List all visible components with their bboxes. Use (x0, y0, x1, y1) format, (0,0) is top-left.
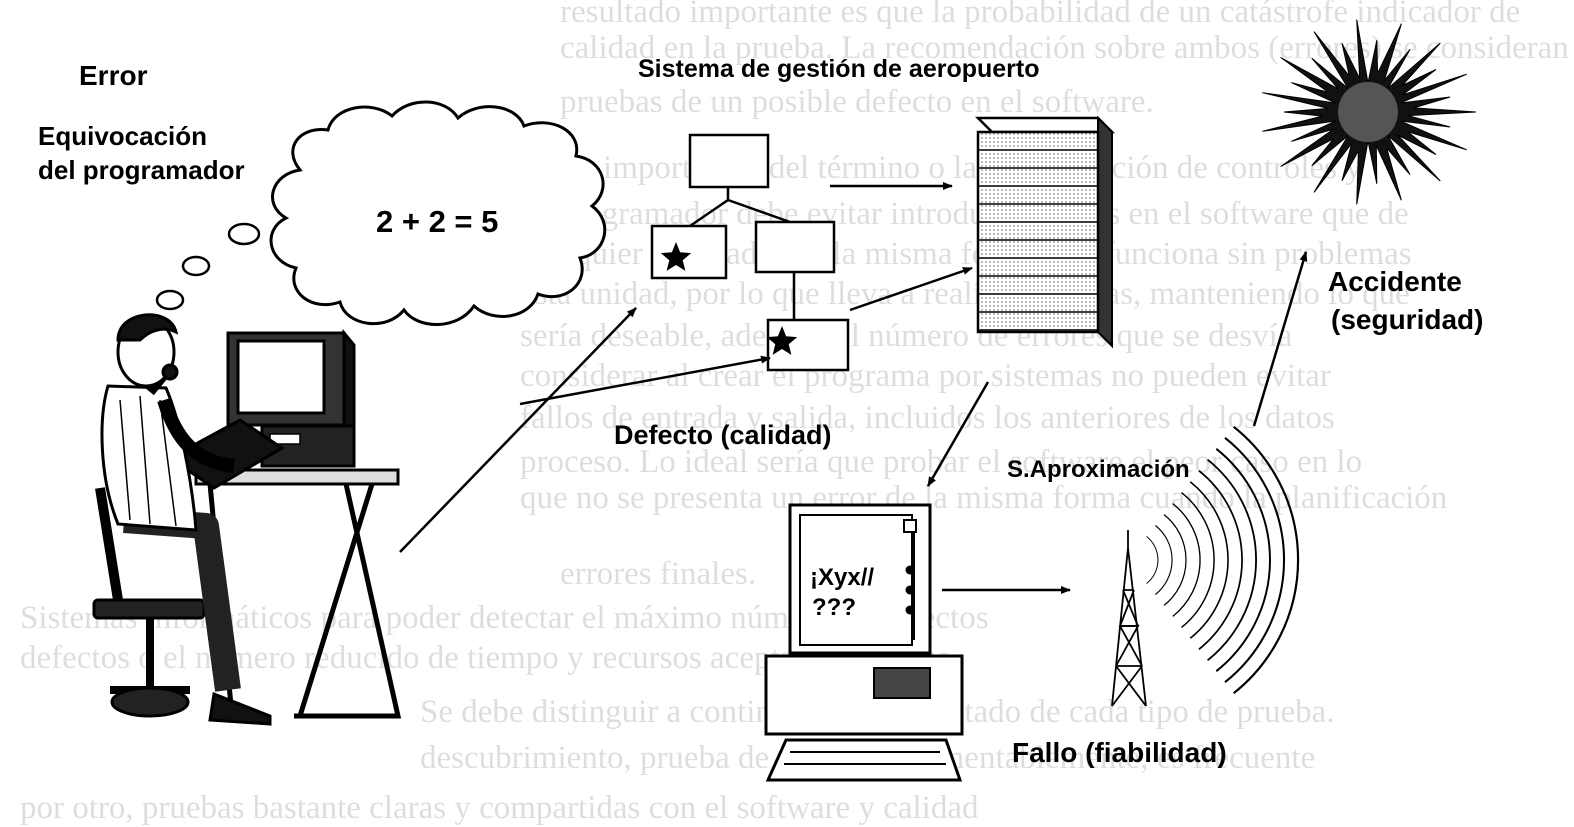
background-text-line: fallos de entrada y salida, incluidos lo… (520, 400, 1335, 436)
thought-cloud (269, 100, 607, 326)
radio-wave-arc (1224, 436, 1285, 684)
radio-wave-arc (1233, 425, 1300, 695)
airport-system-title: Sistema de gestión de aeropuerto (638, 55, 1040, 83)
thought-bubble-dots (155, 222, 261, 311)
arrow-programmer-to-flowchart (399, 307, 637, 553)
terminal-computer-icon (764, 503, 964, 782)
radio-wave-arc (1172, 503, 1201, 617)
defect-star-icon (766, 326, 798, 355)
terminal-screen-text-line2: ??? (812, 594, 856, 621)
background-text-line: esta unidad, por lo que lleva a realizar… (520, 276, 1410, 312)
flow-arrows (399, 182, 1308, 594)
accident-label-line1: Accidente (1328, 266, 1462, 297)
server-rack-icon (974, 115, 1116, 349)
programmer-figure (92, 313, 402, 726)
radio-wave-arc (1181, 492, 1215, 628)
terminal-screen-text-line1: ¡Xyx// (810, 564, 875, 591)
background-text-line: errores finales. (560, 556, 757, 592)
radio-wave-arc (1146, 536, 1159, 584)
defect-label: Defecto (calidad) (614, 420, 832, 450)
background-text-line: considerar al crear el programa por sist… (520, 358, 1331, 394)
background-text-line: resultado importante es que la probabili… (560, 0, 1521, 30)
flowchart-box-left (650, 224, 728, 280)
background-text-line: por otro, pruebas bastante claras y comp… (20, 790, 979, 826)
radio-wave-arc (1198, 470, 1243, 650)
flowchart-box-right (754, 220, 836, 274)
arrow-defect-to-rack (849, 266, 973, 312)
arrow-to-defect (519, 355, 771, 406)
radio-wave-arc (1163, 514, 1187, 606)
background-text-line: sería deseable, además, el número de err… (520, 318, 1293, 354)
background-text-line: pruebas de un posible defecto en el soft… (560, 84, 1154, 120)
radio-wave-arc (1155, 525, 1173, 595)
thought-text: 2 + 2 = 5 (376, 204, 499, 239)
accident-label-line2: (seguridad) (1331, 304, 1484, 335)
explosion-icon (1262, 19, 1477, 205)
radio-tower-icon (1111, 530, 1147, 707)
explosion-core (1338, 82, 1398, 142)
programmer-mistake-label-line2: del programador (38, 155, 245, 185)
failure-label: Fallo (fiabilidad) (1012, 737, 1227, 768)
programmer-mistake-label-line1: Equivocación (38, 121, 208, 151)
radio-wave-arc (1189, 481, 1229, 639)
arrow-waves-to-accident (1252, 251, 1308, 427)
background-text-line: que no se presenta un error de la misma … (520, 480, 1448, 516)
radio-waves (1146, 425, 1300, 695)
arrow-rack-to-terminal (926, 381, 990, 487)
radio-wave-arc (1215, 448, 1271, 672)
defect-star-icon (660, 242, 692, 271)
approach-system-label: S.Aproximación (1007, 456, 1190, 483)
flowchart-box-top (688, 133, 770, 189)
radio-wave-arc (1207, 458, 1257, 662)
error-label: Error (79, 60, 148, 91)
